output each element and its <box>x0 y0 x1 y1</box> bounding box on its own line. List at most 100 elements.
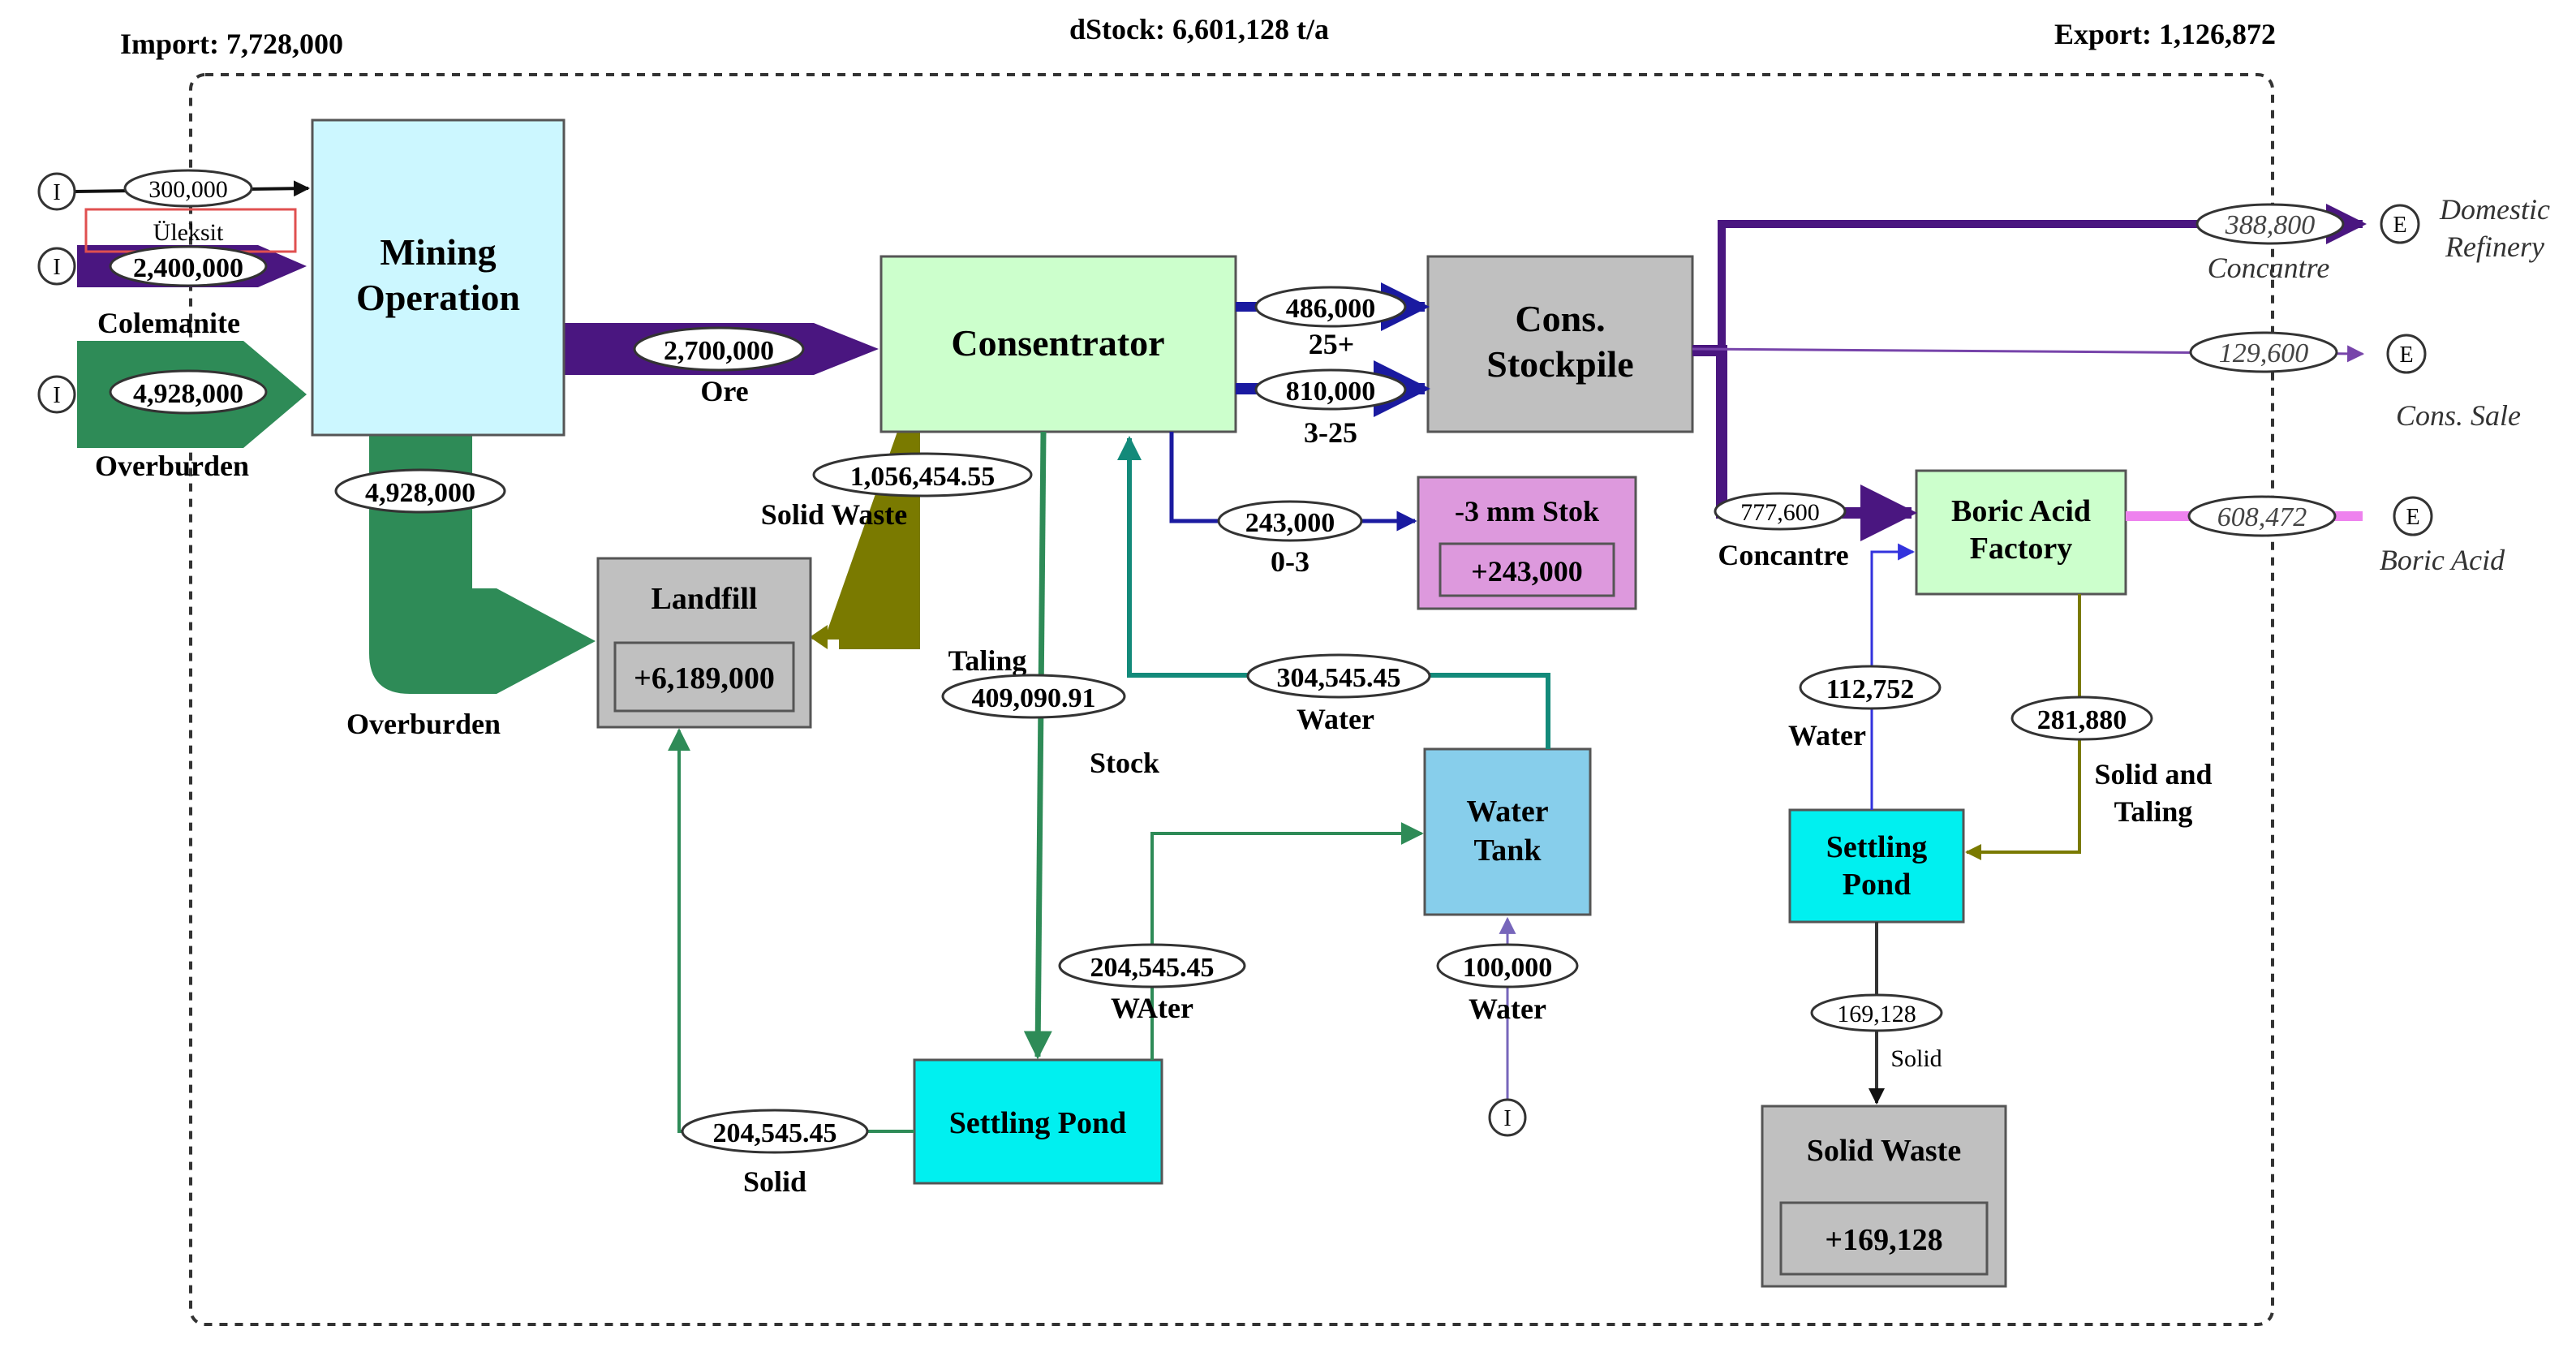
svg-text:4,928,000: 4,928,000 <box>365 478 475 508</box>
label-boric-dest: Boric Acid <box>2380 544 2505 576</box>
svg-text:E: E <box>2393 213 2406 238</box>
svg-text:2,700,000: 2,700,000 <box>664 336 774 366</box>
label-stock: Stock <box>1090 747 1159 779</box>
value-ore: 2,700,000 <box>633 326 805 372</box>
svg-text:608,472: 608,472 <box>2217 502 2307 532</box>
svg-text:169,128: 169,128 <box>1837 1001 1916 1027</box>
landfill-stock: +6,189,000 <box>634 661 775 696</box>
value-taling: 409,090.91 <box>941 674 1126 719</box>
import-marker-ulexite: I <box>37 172 76 211</box>
label-domestic-sub: Concantre <box>2208 252 2330 284</box>
svg-text:204,545.45: 204,545.45 <box>713 1118 837 1148</box>
value-overburden-out: 4,928,000 <box>334 468 506 514</box>
system-boundary <box>189 73 2274 1326</box>
settling-pond-main-title: Settling Pond <box>949 1106 1127 1140</box>
svg-text:I: I <box>1503 1106 1511 1131</box>
label-03: 0-3 <box>1271 545 1310 578</box>
svg-text:204,545.45: 204,545.45 <box>1090 953 1215 983</box>
svg-text:777,600: 777,600 <box>1740 499 1820 526</box>
value-boric: 608,472 <box>2187 495 2337 537</box>
import-total: Import: 7,728,000 <box>120 28 343 60</box>
value-overburden-in: 4,928,000 <box>109 369 268 415</box>
label-pond-water: WAter <box>1111 992 1193 1024</box>
label-solid-waste: Solid Waste <box>761 498 907 531</box>
import-marker-water: I <box>1488 1098 1527 1137</box>
solid-waste-landfill-arrowhead <box>810 625 828 649</box>
label-taling: Taling <box>948 644 1027 677</box>
svg-text:810,000: 810,000 <box>1286 377 1376 407</box>
stockpile-box: Cons.Stockpile <box>1426 255 1694 433</box>
mm-stock-box: -3 mm Stok +243,000 <box>1417 476 1637 610</box>
svg-text:1,056,454.55: 1,056,454.55 <box>850 462 996 492</box>
value-ulexite: 300,000 <box>123 169 253 208</box>
export-marker-domestic: E <box>2380 204 2420 244</box>
import-marker-colemanite: I <box>37 247 76 286</box>
settling-pond-main-box: Settling Pond <box>913 1058 1163 1185</box>
factory-water-line <box>1870 543 1916 810</box>
svg-text:388,800: 388,800 <box>2225 210 2316 240</box>
dstock-total: dStock: 6,601,128 t/a <box>1069 13 1329 45</box>
label-pond-solid: Solid <box>743 1165 806 1198</box>
svg-text:I: I <box>53 255 60 280</box>
svg-text:281,880: 281,880 <box>2037 705 2127 735</box>
concentrator-title: Consentrator <box>951 322 1164 364</box>
export-marker-sale: E <box>2386 334 2427 374</box>
label-factory-in: Concantre <box>1718 539 1848 571</box>
svg-text:112,752: 112,752 <box>1826 674 1915 704</box>
landfill-box: Landfill +6,189,000 <box>596 557 812 729</box>
import-marker-overburden: I <box>37 375 76 414</box>
label-water-return: Water <box>1297 703 1374 735</box>
value-pond-solid: 204,545.45 <box>681 1109 869 1154</box>
value-pond-water: 204,545.45 <box>1058 943 1246 988</box>
value-factory-solid: 281,880 <box>2010 696 2153 741</box>
label-water-in: Water <box>1469 993 1546 1025</box>
mm-stock-title: -3 mm Stok <box>1455 495 1599 528</box>
label-25plus: 25+ <box>1309 328 1355 360</box>
mm-stock-value: +243,000 <box>1471 555 1583 588</box>
value-sale: 129,600 <box>2189 331 2338 373</box>
concentrator-box: Consentrator <box>879 255 1237 433</box>
label-overburden-out: Overburden <box>346 708 501 740</box>
svg-text:243,000: 243,000 <box>1245 508 1335 538</box>
stockpile-title: Cons.Stockpile <box>1486 298 1633 385</box>
label-boric-pond-solid: Solid <box>1890 1045 1942 1072</box>
export-marker-boric: E <box>2393 496 2433 536</box>
label-factory-water: Water <box>1788 719 1866 752</box>
svg-text:E: E <box>2406 505 2419 530</box>
label-325: 3-25 <box>1304 416 1357 449</box>
svg-text:4,928,000: 4,928,000 <box>133 379 243 409</box>
pond-solid-line <box>668 728 914 1133</box>
svg-text:I: I <box>53 180 60 205</box>
label-ore: Ore <box>700 375 748 407</box>
solid-waste-stock: +169,128 <box>1825 1223 1942 1257</box>
factory-solid-line <box>1965 594 2081 860</box>
stockpile-trunk <box>1692 345 1917 541</box>
value-factory-in: 777,600 <box>1714 492 1847 531</box>
label-overburden-in: Overburden <box>95 450 249 482</box>
svg-text:486,000: 486,000 <box>1286 294 1376 324</box>
value-water-return: 304,545.45 <box>1246 653 1431 699</box>
value-boric-pond-solid: 169,128 <box>1810 993 1943 1032</box>
svg-text:E: E <box>2399 342 2413 368</box>
label-colemanite: Colemanite <box>97 307 240 339</box>
svg-text:129,600: 129,600 <box>2219 338 2309 368</box>
value-water-in: 100,000 <box>1436 943 1579 988</box>
svg-text:2,400,000: 2,400,000 <box>133 253 243 283</box>
value-domestic: 388,800 <box>2195 203 2345 245</box>
value-colemanite: 2,400,000 <box>109 245 268 287</box>
svg-text:I: I <box>53 383 60 408</box>
svg-text:Üleksit: Üleksit <box>153 219 224 246</box>
domestic-flow-line <box>1718 204 2367 351</box>
landfill-title: Landfill <box>652 582 758 616</box>
solid-waste-box: Solid Waste +169,128 <box>1761 1105 2007 1288</box>
svg-text:304,545.45: 304,545.45 <box>1277 663 1401 693</box>
